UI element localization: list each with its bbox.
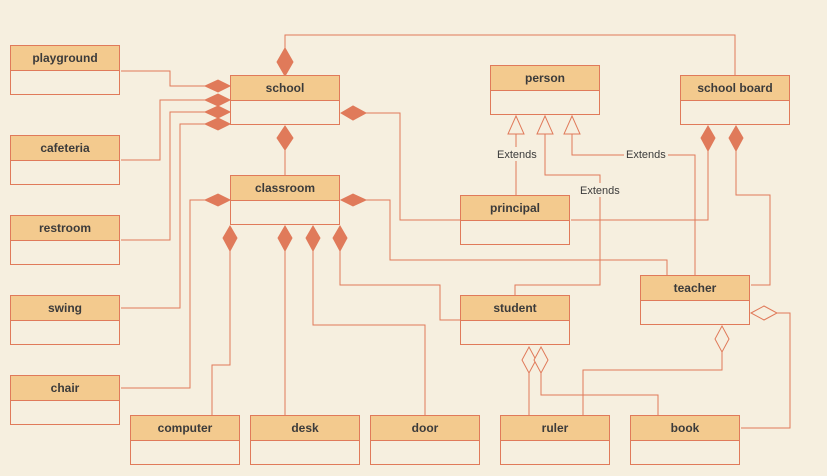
class-classroom-name: classroom [231,176,339,201]
class-restroom-name: restroom [11,216,119,241]
diamond-school-top [276,46,294,78]
class-cafeteria-name: cafeteria [11,136,119,161]
diamond-school-cafeteria [203,93,232,107]
diamond-classroom-chair [203,193,232,207]
class-chair[interactable]: chair [10,375,120,425]
class-school-name: school [231,76,339,101]
link-swing-school [121,123,205,309]
diamond-school-principal [340,105,368,121]
link-teacher-book [741,312,791,429]
class-principal[interactable]: principal [460,195,570,245]
class-playground-name: playground [11,46,119,71]
link-restroom-school [121,111,205,241]
class-door-body [371,441,479,465]
extends-label-student: Extends [580,185,620,197]
class-school[interactable]: school [230,75,340,125]
class-swing-name: swing [11,296,119,321]
diamond-classroom-desk [277,225,293,253]
class-person-name: person [491,66,599,91]
class-door-name: door [371,416,479,441]
class-book-name: book [631,416,739,441]
link-cafeteria-school [121,99,205,161]
triangle-teacher-person [563,114,581,135]
hollow-diamond-teacher-book [749,305,779,321]
class-ruler-body [501,441,609,465]
class-school-body [231,101,339,125]
class-book[interactable]: book [630,415,740,465]
diamond-school-swing [203,117,232,131]
class-swing[interactable]: swing [10,295,120,345]
class-chair-name: chair [11,376,119,401]
class-cafeteria[interactable]: cafeteria [10,135,120,185]
class-chair-body [11,401,119,425]
class-computer-body [131,441,239,465]
hollow-diamond-teacher-ruler [714,324,730,354]
diamond-school-restroom [203,105,232,119]
class-desk[interactable]: desk [250,415,360,465]
class-teacher[interactable]: teacher [640,275,750,325]
link-teacher-ruler [582,352,723,415]
class-computer[interactable]: computer [130,415,240,465]
class-computer-name: computer [131,416,239,441]
class-swing-body [11,321,119,345]
link-classroom-student [339,251,460,321]
diamond-school-bottom [276,125,294,151]
class-school-board-body [681,101,789,125]
hollow-diamond-student-book [533,345,549,375]
class-student-name: student [461,296,569,321]
class-desk-name: desk [251,416,359,441]
class-classroom[interactable]: classroom [230,175,340,225]
class-playground-body [11,71,119,95]
link-playground-school [121,70,205,87]
class-classroom-body [231,201,339,225]
class-student-body [461,321,569,345]
class-teacher-name: teacher [641,276,749,301]
diamond-classroom-student [332,225,348,253]
triangle-student-person [536,114,554,135]
class-school-board-name: school board [681,76,789,101]
extends-label-principal: Extends [497,149,537,161]
diamond-classroom-computer [222,225,238,253]
extends-label-teacher: Extends [626,149,666,161]
class-person[interactable]: person [490,65,600,115]
class-school-board[interactable]: school board [680,75,790,125]
link-classroom-door [312,251,426,415]
link-student-person [514,134,601,295]
link-chair-classroom [121,199,205,389]
link-schoolboard-teacher [735,151,771,286]
diamond-schoolboard-left [700,125,716,153]
link-classroom-computer [211,251,231,415]
diamond-schoolboard-right [728,125,744,153]
class-ruler[interactable]: ruler [500,415,610,465]
class-desk-body [251,441,359,465]
class-cafeteria-body [11,161,119,185]
link-classroom-teacher [366,199,668,275]
class-ruler-name: ruler [501,416,609,441]
class-principal-name: principal [461,196,569,221]
triangle-principal-person [507,114,525,135]
class-restroom-body [11,241,119,265]
class-door[interactable]: door [370,415,480,465]
link-schoolboard-principal [571,151,709,221]
class-book-body [631,441,739,465]
class-teacher-body [641,301,749,325]
class-playground[interactable]: playground [10,45,120,95]
link-school-principal [366,112,460,221]
class-principal-body [461,221,569,245]
class-student[interactable]: student [460,295,570,345]
class-person-body [491,91,599,115]
class-restroom[interactable]: restroom [10,215,120,265]
diamond-school-playground [203,79,232,93]
hollow-diamond-student-ruler [521,345,537,375]
diamond-classroom-right [339,193,368,207]
link-school-schoolboard [284,34,736,75]
diamond-classroom-door [305,225,321,253]
link-student-book [540,373,659,415]
